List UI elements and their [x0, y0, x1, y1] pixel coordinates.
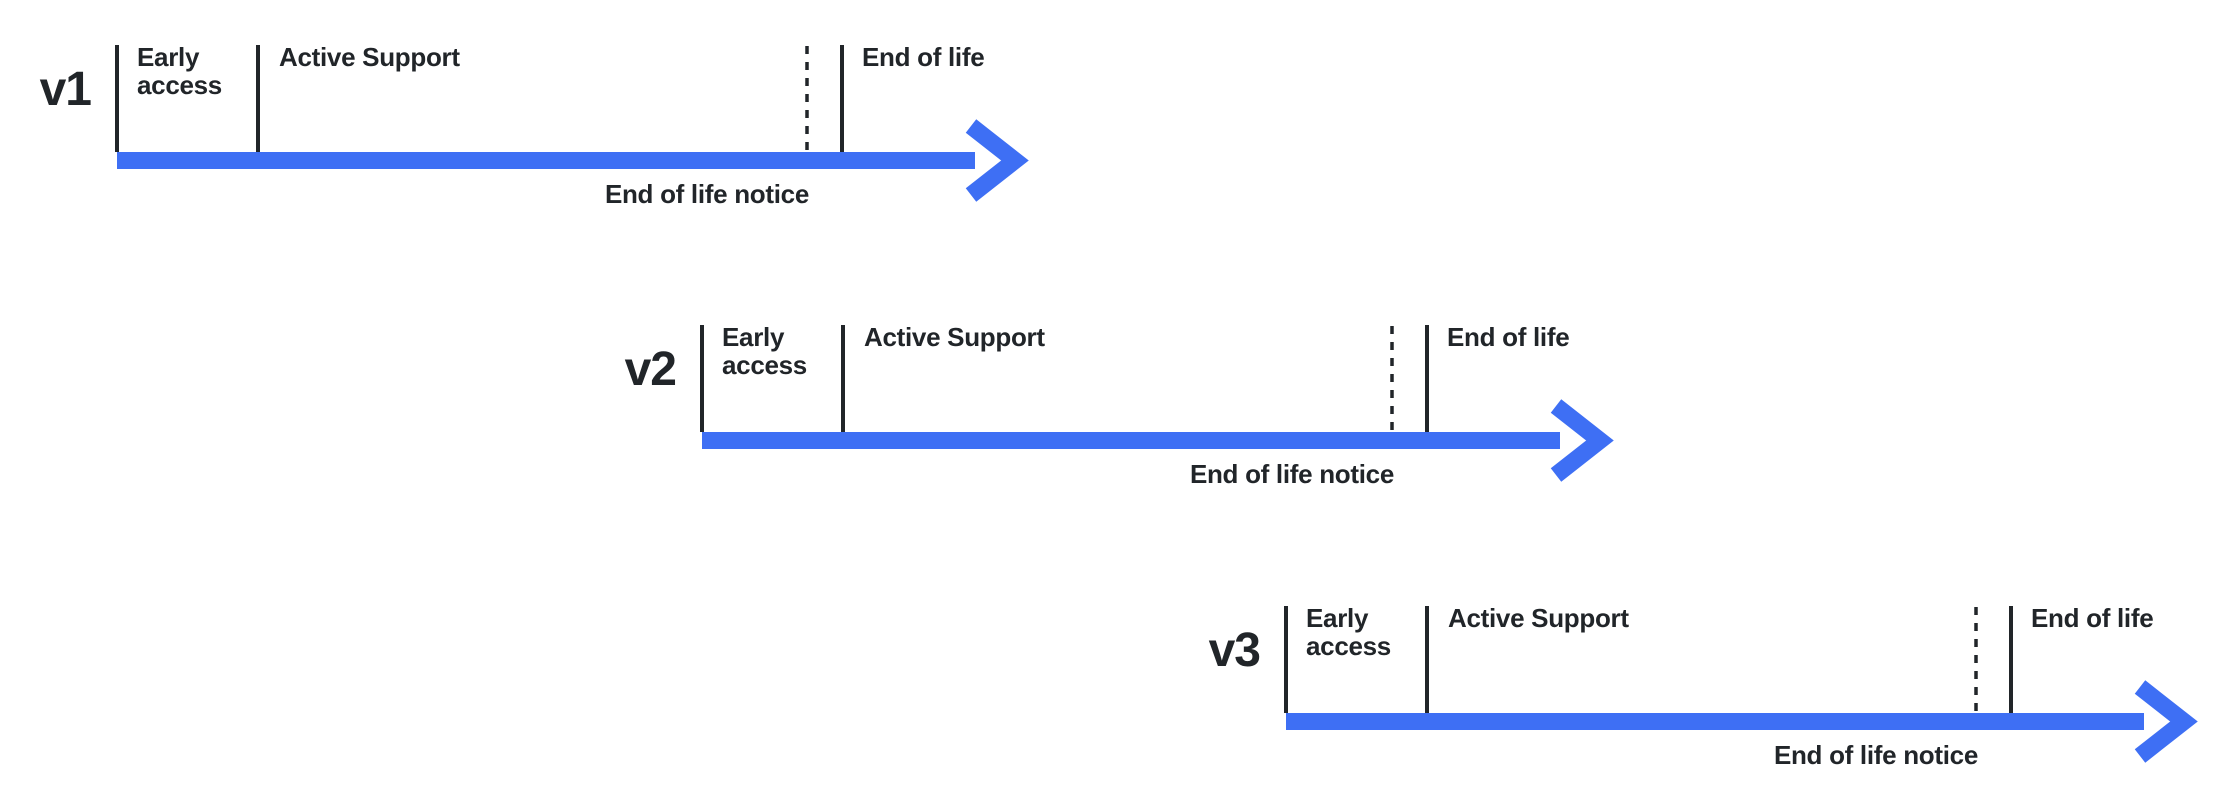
timeline-bar	[702, 432, 1560, 449]
timeline-v1: v1 Early access Active Support End of li…	[17, 30, 1047, 230]
phase-label-active-support: Active Support	[279, 42, 460, 72]
timeline-bar	[117, 152, 975, 169]
end-of-life-notice-label: End of life notice	[604, 179, 809, 209]
phase-label-end-of-life: End of life	[1447, 322, 1570, 352]
phase-label-end-of-life: End of life	[2031, 603, 2154, 633]
phase-label-end-of-life: End of life	[862, 42, 985, 72]
timeline-axis	[115, 45, 1029, 202]
version-label: v2	[624, 343, 677, 396]
phase-label-active-support: Active Support	[864, 322, 1045, 352]
timeline-v2: v2 Early access Active Support End of li…	[602, 310, 1632, 510]
arrowhead-icon	[2134, 680, 2198, 763]
arrowhead-icon	[965, 119, 1029, 202]
phase-label-active-support: Active Support	[1448, 603, 1629, 633]
timeline-axis	[1284, 606, 2198, 763]
timeline-v3: v3 Early access Active Support End of li…	[1186, 591, 2216, 791]
phase-label-early-access: Early access	[137, 42, 222, 100]
end-of-life-notice-label: End of life notice	[1189, 459, 1394, 489]
phase-label-early-access: Early access	[1306, 603, 1391, 661]
timeline-bar	[1286, 713, 2144, 730]
version-label: v1	[39, 63, 92, 116]
version-label: v3	[1208, 624, 1261, 677]
arrowhead-icon	[1550, 399, 1614, 482]
phase-label-early-access: Early access	[722, 322, 807, 380]
timeline-axis	[700, 325, 1614, 482]
end-of-life-notice-label: End of life notice	[1773, 740, 1978, 770]
